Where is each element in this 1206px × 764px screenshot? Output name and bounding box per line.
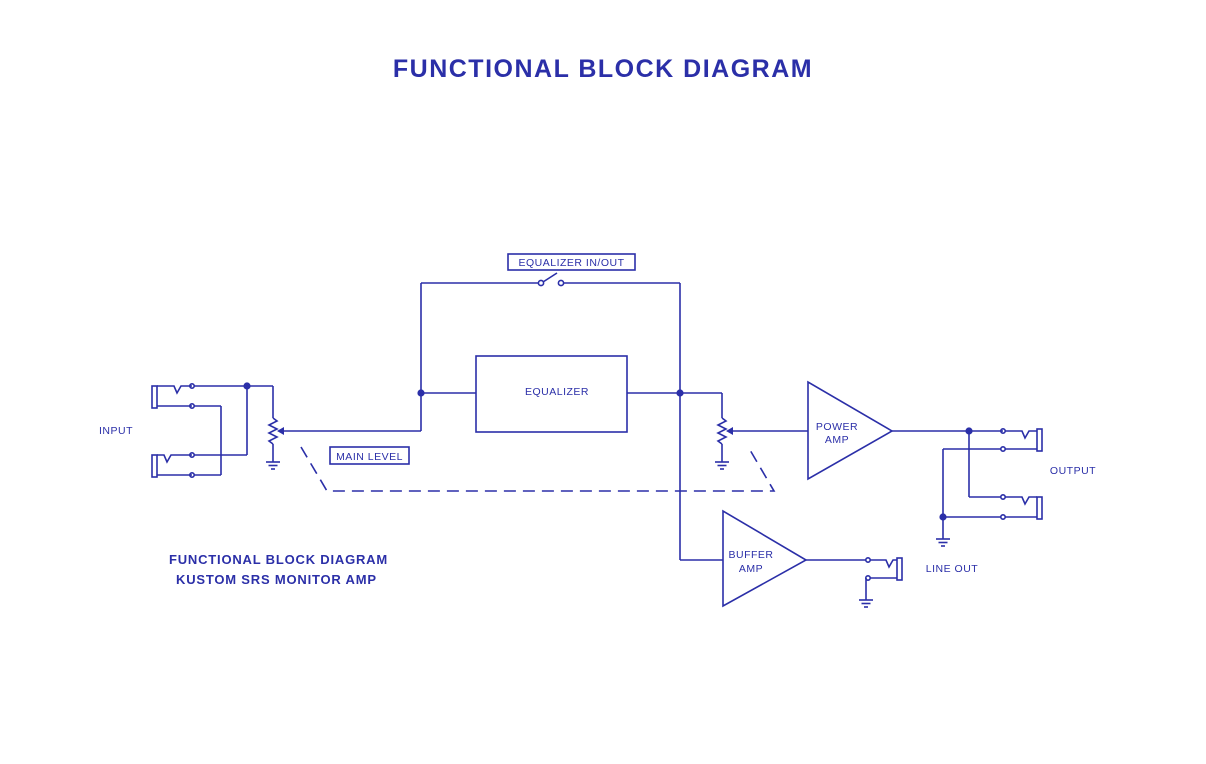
input-jack-1-sleeve <box>152 386 157 408</box>
power-amp-label-line2: AMP <box>825 434 849 446</box>
equalizer-in-out-label: EQUALIZER IN/OUT <box>518 257 624 269</box>
buffer-amp-label-line2: AMP <box>739 563 763 575</box>
equalizer-block: EQUALIZER <box>417 356 722 432</box>
wiper-arrow-icon <box>726 427 733 435</box>
line-out-jack-sleeve <box>897 558 902 580</box>
equalizer-label: EQUALIZER <box>525 386 589 398</box>
caption-line2: KUSTOM SRS MONITOR AMP <box>176 572 377 587</box>
input-jack-2-sleeve <box>152 455 157 477</box>
output-jack-2-sleeve <box>1037 497 1042 519</box>
output-label: OUTPUT <box>1050 465 1096 477</box>
input-label: INPUT <box>99 425 133 437</box>
power-amp: POWER AMP <box>808 382 1003 479</box>
equalizer-bypass: EQUALIZER IN/OUT <box>421 254 680 431</box>
diagram-title: FUNCTIONAL BLOCK DIAGRAM <box>393 55 813 83</box>
power-amp-label-line1: POWER <box>816 421 858 433</box>
input-junction-dot <box>243 382 250 389</box>
switch-lever <box>543 273 557 282</box>
caption-line1: FUNCTIONAL BLOCK DIAGRAM <box>169 552 388 567</box>
output-jacks: OUTPUT LINE OUT <box>926 429 1096 575</box>
output-jack-2-tip <box>1005 497 1037 504</box>
line-out-label: LINE OUT <box>926 563 979 575</box>
line-out-jack-tip <box>870 560 897 567</box>
output-jack-1-tip <box>1005 431 1037 438</box>
switch-contact-b <box>558 280 563 285</box>
input-jack-1-tip <box>157 386 192 393</box>
wiper-arrow-icon <box>277 427 284 435</box>
main-level-label: MAIN LEVEL <box>336 451 403 463</box>
buffer-amp: BUFFER AMP <box>680 393 902 607</box>
power-level-potentiometer <box>715 393 808 469</box>
input-jacks <box>152 384 194 477</box>
input-wiring <box>194 382 273 475</box>
input-jack-2-tip <box>157 455 192 462</box>
output-jack-1-sleeve <box>1037 429 1042 451</box>
buffer-amp-label-line1: BUFFER <box>729 549 774 561</box>
equalizer-input-junction-dot <box>417 389 424 396</box>
main-level-control: MAIN LEVEL <box>301 447 774 491</box>
